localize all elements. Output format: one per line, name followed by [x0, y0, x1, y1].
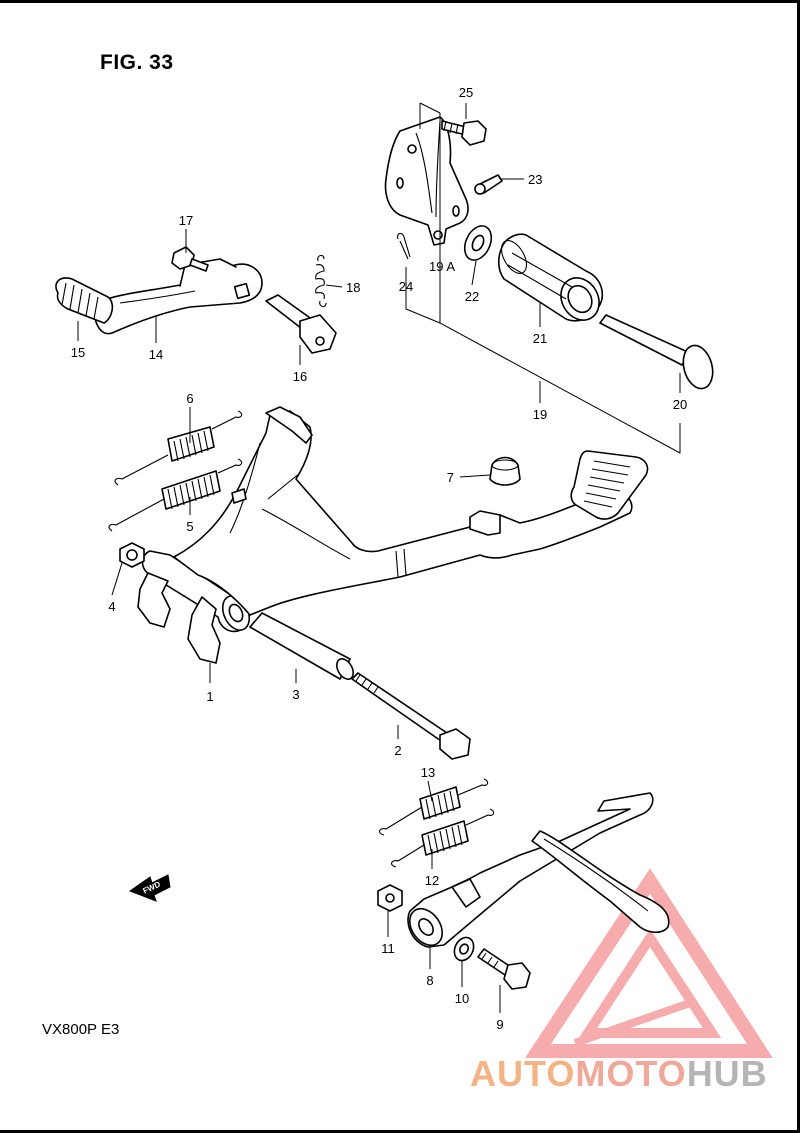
- side-stand-part-8: [407, 792, 670, 948]
- callout-6: 6: [186, 391, 193, 406]
- watermark-triangle-icon: [525, 868, 773, 1058]
- figure-title: FIG. 33: [100, 51, 174, 74]
- callout-24: 24: [399, 279, 413, 294]
- spring-part-18: [315, 254, 327, 308]
- stand-pedal-part: [570, 450, 649, 520]
- callout-13: 13: [421, 765, 435, 780]
- cotter-pin-part-24: [397, 232, 411, 260]
- callout-11: 11: [381, 941, 395, 956]
- watermark-moto: MOTO: [575, 1053, 687, 1094]
- callout-7: 7: [447, 470, 454, 485]
- spring-part-5: [108, 458, 243, 532]
- callout-21: 21: [533, 331, 547, 346]
- stopper-part-7: [489, 456, 521, 486]
- callout-4: 4: [108, 599, 115, 614]
- callout-9: 9: [496, 1017, 503, 1032]
- callout-14: 14: [149, 347, 163, 362]
- watermark-logo: AUTOMOTOHUB: [470, 1053, 768, 1095]
- nut-part-11: [377, 884, 403, 912]
- small-bolt-near-spring: [231, 488, 247, 504]
- callout-25: 25: [459, 85, 473, 100]
- leader-lines: [77, 103, 681, 1013]
- washer-part-22: [463, 225, 493, 261]
- nut-part-4: [119, 542, 145, 568]
- footrest-bracket-part-19a: [384, 116, 469, 246]
- callout-10: 10: [455, 991, 469, 1006]
- shift-pedal-rubber-part-15: [55, 277, 114, 324]
- parts-diagram: FWD: [55, 85, 773, 1058]
- callout-16: 16: [293, 369, 307, 384]
- callout-2: 2: [394, 743, 401, 758]
- spring-part-13: [378, 778, 489, 836]
- bolt-part-9: [477, 948, 531, 990]
- callout-18: 18: [346, 280, 360, 295]
- callout-1: 1: [206, 689, 213, 704]
- callout-12: 12: [425, 873, 439, 888]
- footrest-pin-part-20: [599, 314, 714, 390]
- callout-17: 17: [179, 213, 193, 228]
- callout-19a: 19 A: [429, 259, 455, 274]
- linkage-rod-part-16: [265, 294, 337, 354]
- callout-22: 22: [465, 289, 479, 304]
- callout-15: 15: [71, 345, 85, 360]
- callout-23: 23: [528, 172, 542, 187]
- washer-part-10: [453, 936, 475, 962]
- callout-5: 5: [186, 519, 193, 534]
- spacer-tube-part-3: [249, 612, 354, 680]
- spring-part-6: [114, 410, 243, 486]
- model-code: VX800P E3: [42, 1021, 120, 1038]
- pivot-bolt-part-2: [351, 672, 471, 760]
- spring-part-12: [390, 808, 495, 868]
- callout-labels: 1 2 3 4 5 6 7 8 9 10 11 12 13 14 15 16 1…: [71, 85, 687, 1032]
- forward-arrow-icon: FWD: [128, 874, 171, 902]
- center-stand-part-main: [173, 406, 633, 616]
- callout-19: 19: [533, 407, 547, 422]
- callout-20: 20: [673, 397, 687, 412]
- pin-part-23: [474, 174, 503, 195]
- gearshift-lever-part-14: [93, 258, 263, 335]
- callout-3: 3: [292, 687, 299, 702]
- watermark-hub: HUB: [686, 1053, 768, 1094]
- callout-8: 8: [426, 973, 433, 988]
- watermark-auto: AUTO: [470, 1053, 576, 1094]
- bolt-part-25: [441, 120, 487, 146]
- footrest-rubber-part-21: [497, 233, 604, 322]
